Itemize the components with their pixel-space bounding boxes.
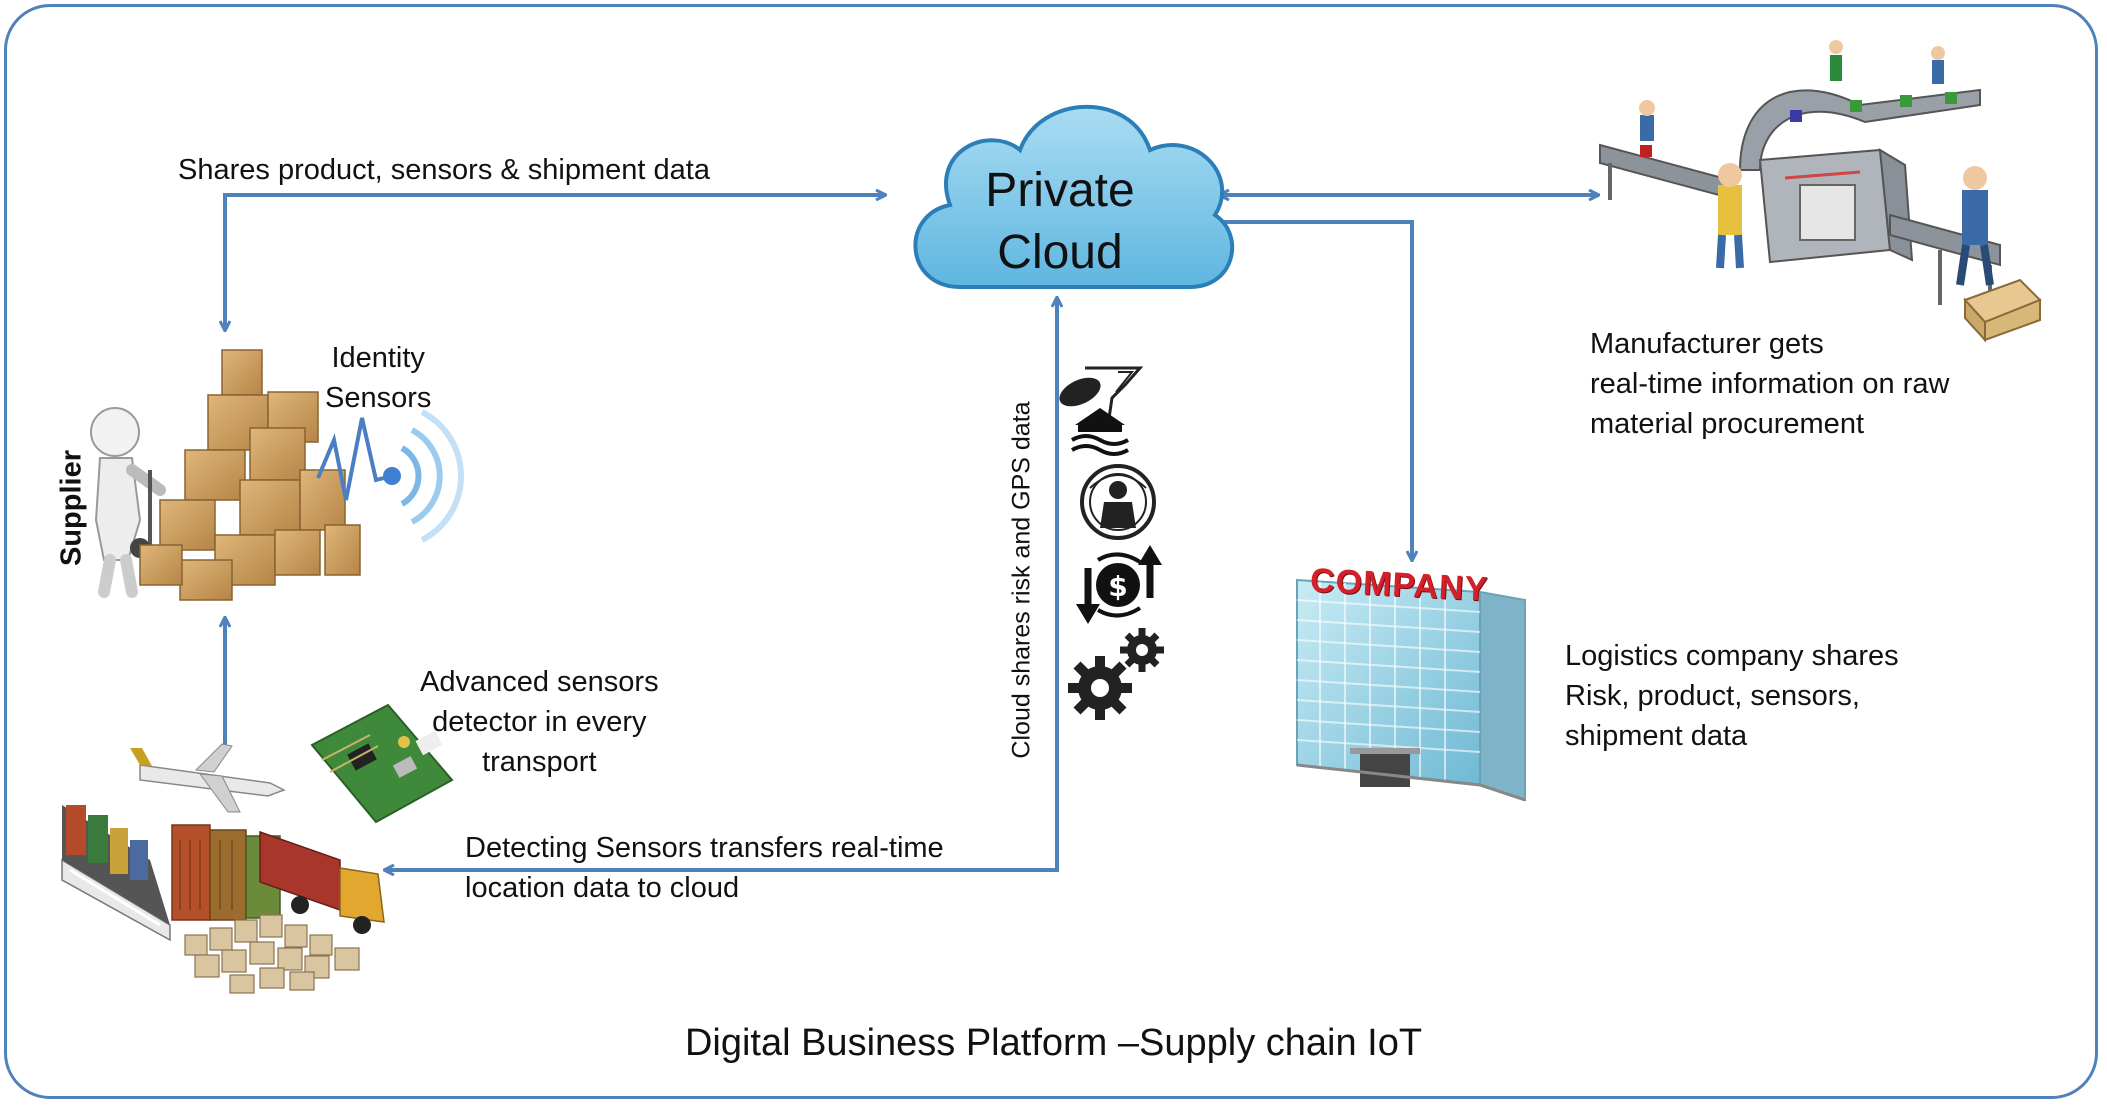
cloud-label-line2: Cloud [997, 226, 1123, 279]
arrows [225, 195, 1598, 870]
company-building-icon [1296, 578, 1526, 802]
identity-sensors-label: Identity Sensors [325, 342, 432, 414]
supplier-label: Supplier [55, 449, 88, 567]
box-pile-icon [184, 914, 360, 994]
truck-icon [259, 830, 385, 934]
airplane-icon [130, 743, 286, 813]
manufacturer-label: Manufacturer gets real-time information … [1590, 328, 1950, 440]
wireless-signal-icon [316, 409, 464, 543]
cloud-shares-risk-label: Cloud shares risk and GPS data [1007, 401, 1036, 759]
private-cloud-icon [913, 104, 1235, 289]
gears-icon [1068, 628, 1164, 720]
cargo-ship-icon [61, 805, 171, 942]
anonymous-mask-icon [1080, 464, 1156, 540]
arrow-cloud-transport [385, 298, 1057, 870]
cloud-label: Private Cloud [920, 160, 1200, 284]
risk-icons: $ [1059, 366, 1164, 720]
storm-flood-icon [1059, 366, 1144, 456]
cloud-label-line1: Private [985, 164, 1135, 217]
detecting-sensors-label: Detecting Sensors transfers real-time lo… [465, 832, 944, 904]
money-flow-icon: $ [1076, 545, 1162, 624]
circuit-board-icon [310, 703, 454, 824]
transport-icon [61, 743, 385, 994]
shares-data-label: Shares product, sensors & shipment data [178, 154, 710, 186]
person-with-boxes-icon [90, 349, 361, 601]
arrow-supplier-cloud [225, 195, 885, 330]
page-title: Digital Business Platform –Supply chain … [684, 1022, 1423, 1064]
diagram-frame [4, 4, 2098, 1099]
advanced-sensors-label: Advanced sensors detector in every trans… [420, 666, 659, 778]
arrow-cloud-company [1168, 222, 1412, 560]
logistics-label: Logistics company shares Risk, product, … [1565, 640, 1899, 752]
svg-text:$: $ [1108, 570, 1127, 603]
factory-conveyor-icon [1599, 40, 2042, 343]
